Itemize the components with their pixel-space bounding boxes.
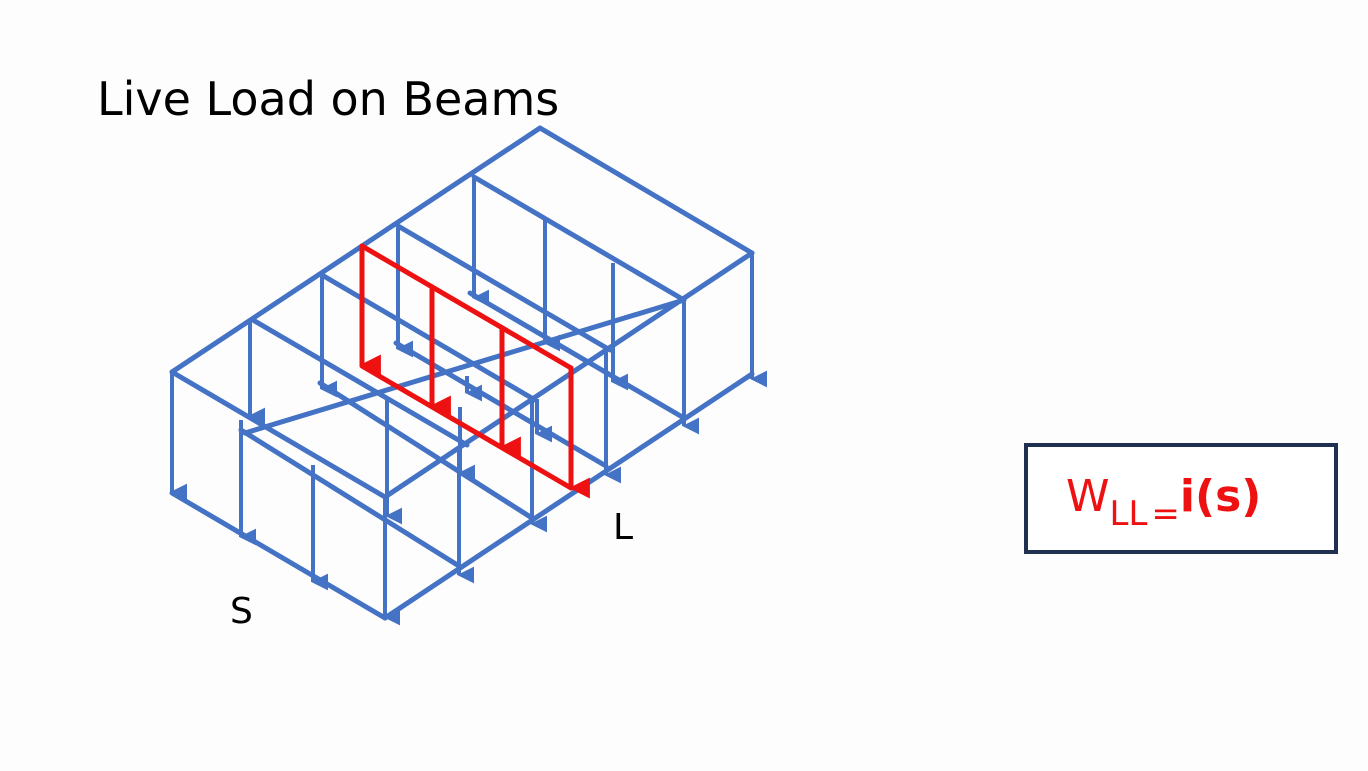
- top-right-edge: [537, 125, 755, 256]
- bottom-beam-2: [317, 380, 535, 521]
- red-tributary-load: [359, 243, 590, 499]
- top-left-edge: [169, 369, 388, 500]
- red-bottom-edge: [359, 363, 574, 491]
- top-beam-4: [471, 174, 687, 303]
- formula-subscript: LL: [1109, 494, 1148, 534]
- short-span-label: S: [230, 591, 253, 632]
- blue-load-arrows: [170, 179, 768, 626]
- bottom-left-edge: [169, 490, 388, 621]
- top-beam-3: [395, 223, 613, 353]
- formula-equals: =: [1151, 494, 1180, 534]
- bottom-back-edge: [382, 371, 755, 621]
- formula-expression: i(s): [1179, 471, 1262, 522]
- top-beam-1: [250, 317, 470, 448]
- formula-box: WLL=i(s): [1024, 443, 1338, 554]
- live-load-formula: WLL=i(s): [1066, 475, 1261, 532]
- top-girder-mid: [242, 297, 687, 436]
- top-front-edge: [169, 125, 543, 375]
- red-top-edge: [359, 243, 574, 371]
- bottom-beam-4: [467, 290, 687, 421]
- long-span-label: L: [613, 507, 634, 548]
- slide-title: Live Load on Beams: [97, 72, 560, 126]
- bottom-beam-1: [238, 427, 462, 569]
- formula-symbol: W: [1066, 471, 1110, 522]
